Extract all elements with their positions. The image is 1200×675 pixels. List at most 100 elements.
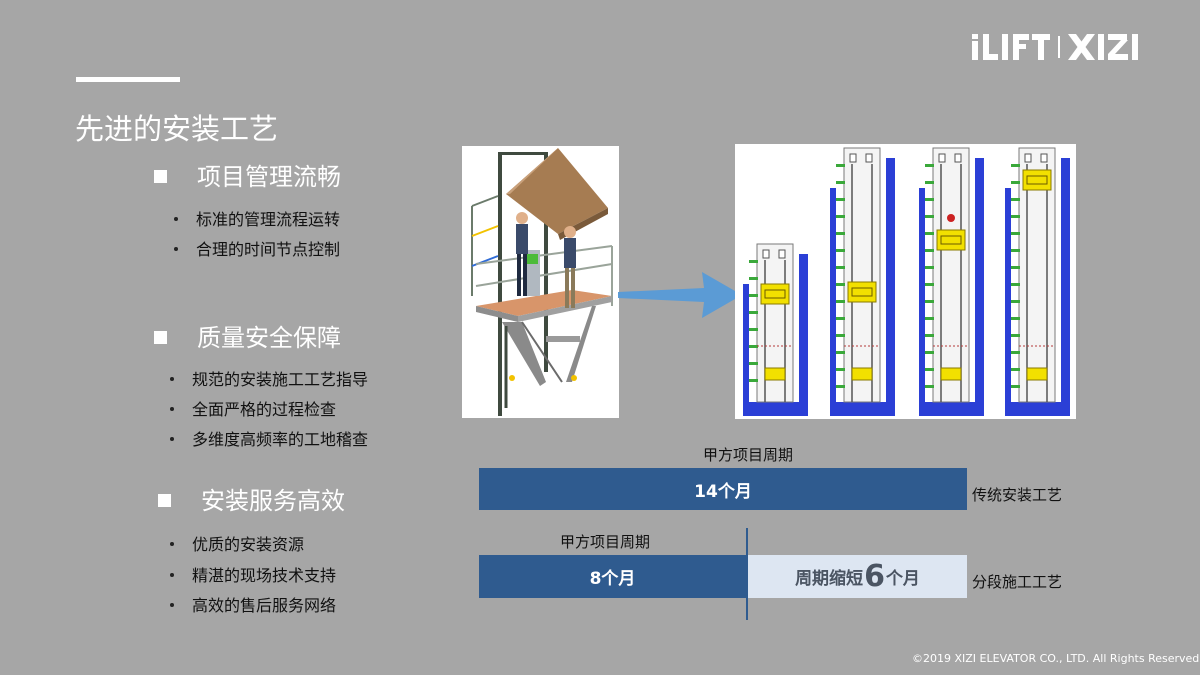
shaft-column-base [830,402,894,416]
shaft-column-landing [836,300,845,303]
shaft-column-landing [836,385,845,388]
shaft-column-landing [1011,351,1020,354]
duration-value: 8个月 [589,569,636,589]
shaft-column-landing [925,283,934,286]
dot-bullet-icon [170,572,174,577]
shaft-column-landing [925,215,934,218]
dot-bullet-icon [170,406,174,411]
shaft-column-landing [836,317,845,320]
shaft-column-car [1022,169,1052,191]
duration-value: 14个月 [694,481,752,502]
shaft-column-landing [836,198,845,201]
dot-bullet-icon [170,376,174,381]
section-heading-3: 安装服务高效 [158,481,345,516]
shaft-column-landing [836,351,845,354]
shaft-column-landing [1011,368,1020,371]
shaft-column-wall [743,284,749,416]
shaft-column-car-detail [940,235,962,245]
shaft-column-machine [1024,153,1032,163]
bullet-item: 标准的管理流程运转 [174,206,340,230]
shaft-column-wall [830,188,836,416]
shaft-column-landing [1011,181,1020,184]
shaft-column-landing [1011,232,1020,235]
title-accent-bar [76,77,180,82]
shaft-column-car-detail [1026,175,1048,185]
shaft-column-landing [836,215,845,218]
shaft-column-landing [749,260,758,263]
shaft-column-landing [925,181,934,184]
shaft-column-machine [954,153,962,163]
shaft-column-wall [1005,188,1011,416]
shaft-column-landing [1011,215,1020,218]
shaft-column-inner [843,147,881,403]
bullet-item: 全面严格的过程检查 [170,396,336,420]
shaft-column-base [743,402,807,416]
shaft-column-landing [749,328,758,331]
dot-bullet-icon [170,436,174,441]
shaft-column-landing [749,362,758,365]
shaft-column-landing [749,277,758,280]
shaft-column-landing [836,266,845,269]
copyright-text: ©2019 XIZI ELEVATOR CO., LTD. All Rights… [912,652,1200,665]
bullet-item: 优质的安装资源 [170,531,304,555]
shaft-column-landing [925,232,934,235]
shaft-column-machine [865,153,873,163]
shaft-column-wall [799,254,808,416]
shaft-column-landing [925,266,934,269]
shaft-column-landing [836,232,845,235]
shaft-column-wall [886,158,895,416]
shaft-column-landing [925,249,934,252]
brand-logo [970,30,1152,64]
saving-prefix: 周期缩短 [795,569,864,589]
shaft-column-inner [932,147,970,403]
saving-suffix: 个月 [885,569,920,589]
shaft-column-wall [919,188,925,416]
shaft-column-wall [975,158,984,416]
bullet-item: 合理的时间节点控制 [174,236,340,260]
shaft-column-landing [1011,334,1020,337]
shaft-column-landing [1011,300,1020,303]
shaft-column-landing [925,368,934,371]
shaft-column-landing [749,345,758,348]
dot-bullet-icon [170,541,174,546]
shaft-column-counterweight [940,367,962,381]
period-label-traditional: 甲方项目周期 [703,446,794,464]
page-title: 先进的安装工艺 [75,112,279,146]
shaft-column-landing [836,249,845,252]
red-marker [947,214,955,222]
square-bullet-icon [154,330,167,344]
process-arrow-icon [618,270,742,320]
shaft-column-landing [836,164,845,167]
shaft-column-counterweight [1026,367,1048,381]
shaft-column-machine [1040,153,1048,163]
shaft-column-landing [749,379,758,382]
shaft-column-machine [778,249,786,259]
shaft-column-car [760,283,790,305]
shaft-column-landing [1011,198,1020,201]
section-heading-1: 项目管理流畅 [154,157,341,192]
shaft-column-car [847,281,877,303]
dot-bullet-icon [170,602,174,607]
shaft-column-landing [836,368,845,371]
dot-bullet-icon [174,246,178,251]
shaft-column-machine [938,153,946,163]
bullet-item: 高效的售后服务网络 [170,592,336,616]
shaft-column-machine [762,249,770,259]
shaft-column-landing [1011,283,1020,286]
bullet-item: 多维度高频率的工地稽查 [170,426,368,450]
shaft-column-landing [836,283,845,286]
shaft-column-landing [749,311,758,314]
shaft-column-landing [1011,249,1020,252]
shaft-column-landing [925,351,934,354]
shaft-column-landing [925,385,934,388]
shaft-column-car-detail [764,289,786,299]
shaft-column-counterweight [764,367,786,381]
saving-number: 6 [864,559,885,594]
shaft-column-car-detail [851,287,873,297]
shaft-column-landing [836,181,845,184]
segmented-shaft-diagram [735,144,1076,419]
dot-bullet-icon [174,216,178,221]
shaft-column-landing [925,300,934,303]
bullet-item: 精湛的现场技术支持 [170,562,336,586]
